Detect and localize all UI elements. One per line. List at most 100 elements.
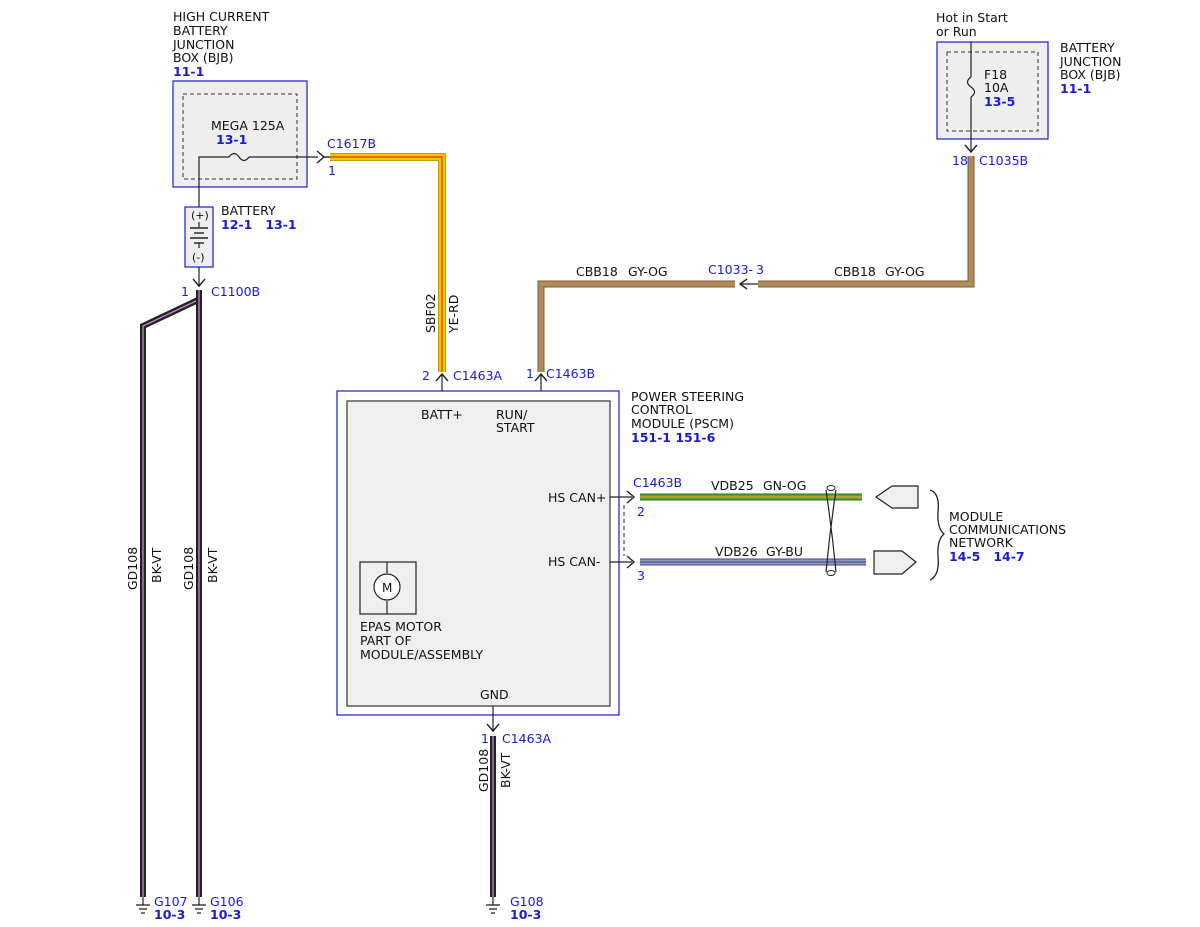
wire-cbb18-left [537,280,735,372]
hcbjb-name-line-1: HIGH CURRENT [173,9,270,24]
motor-symbol: M [382,581,392,595]
pscm-module [336,390,620,716]
c1033-pin: 3 [756,262,764,277]
battery-label: BATTERY [221,203,276,218]
bjb-box [936,41,1049,140]
wire-cbb18-right [758,156,975,288]
g107-name: G107 [154,894,188,909]
c1463b-run-name: C1463B [546,366,595,381]
c1035b-arrow-icon [964,144,978,154]
epas-motor-line-2: PART OF [360,633,412,648]
left-wire-1-circuit: GD108 [125,547,140,590]
g106-name: G106 [210,894,244,909]
bjb-inner-box [946,51,1039,132]
c1463a-gnd-arrow-icon [486,723,500,733]
hcbjb-ref: 11-1 [173,64,204,79]
left-wire-2-color: BK-VT [205,547,220,583]
ground-g106-icon [192,897,206,914]
c1463b-can-plus-arrow-icon [626,490,636,504]
cbb18-right-color: GY-OG [885,264,925,279]
vdb26-color: GY-BU [766,544,803,559]
bjb-name-line-2: JUNCTION [1059,54,1121,69]
hcbjb-box [172,80,308,188]
pscm-name-line-3: MODULE (PSCM) [631,416,734,431]
c1463a-batt-name: C1463A [453,368,503,383]
c1463b-can-pin-minus: 3 [637,568,645,583]
epas-motor-line-1: EPAS MOTOR [360,619,442,634]
pscm-pin-hscan-minus: HS CAN- [548,554,600,569]
f18-fuse-icon [966,76,976,98]
pscm-inner-box [346,400,611,707]
mega-fuse-ref: 13-1 [216,132,247,147]
ground-g108-icon [486,897,500,914]
ground-g107-icon [136,897,150,914]
bjb-ref: 11-1 [1060,81,1091,96]
hcbjb-name-line-4: BOX (BJB) [173,50,234,65]
c1035b-name: C1035B [979,153,1028,168]
f18-name: F18 [984,67,1007,82]
vdb26-circuit: VDB26 [715,544,758,559]
hcbjb-name-line-3: JUNCTION [172,37,234,52]
vdb25-circuit: VDB25 [711,478,754,493]
g106-ref: 10-3 [210,907,241,922]
battery-box [184,206,214,268]
c1100b-arrow-icon [192,278,206,288]
left-wire-2-circuit: GD108 [181,547,196,590]
pscm-name-line-2: CONTROL [631,402,692,417]
fuse-icon [228,152,250,162]
c1463a-gnd-name: C1463A [502,731,552,746]
c1617b-name: C1617B [327,136,376,151]
pscm-pin-run-line-2: START [496,420,535,435]
network-name-line-2: COMMUNICATIONS [949,522,1066,537]
pscm-pin-hscan-plus: HS CAN+ [548,490,606,505]
c1100b-name: C1100B [211,284,260,299]
g108-ref: 10-3 [510,907,541,922]
network-name-line-3: NETWORK [949,535,1014,550]
sbf02-color: YE-RD [446,295,461,334]
c1100b-pin: 1 [181,284,189,299]
pscm-name-line-1: POWER STEERING [631,389,744,404]
pscm-pin-batt: BATT+ [421,407,463,422]
bjb-header-line-1: Hot in Start [936,10,1008,25]
c1463a-gnd-pin: 1 [481,731,489,746]
epas-motor-line-3: MODULE/ASSEMBLY [360,647,483,662]
battery-icon [190,222,208,248]
wire-gd108-left-1 [140,297,200,897]
battery-minus: (-) [192,251,205,264]
mega-fuse-label: MEGA 125A [211,118,285,133]
pscm-pin-run-line-1: RUN/ [496,407,528,422]
c1463a-batt-pin: 2 [422,368,430,383]
hcbjb-inner-box [182,93,298,180]
c1463b-can-minus-arrow-icon [626,555,636,569]
network-connector-plus-icon [874,485,919,509]
network-refs: 14-5 14-7 [949,549,1025,564]
pscm-refs: 151-1 151-6 [631,430,716,445]
c1463b-can-pin-plus: 2 [637,504,645,519]
c1463b-can-name: C1463B [633,475,682,490]
battery-refs: 12-1 13-1 [221,217,297,232]
f18-rating: 10A [984,80,1009,95]
cbb18-right-circuit: CBB18 [834,264,876,279]
network-connector-minus-icon [873,550,917,575]
gnd-wire-color: BK-VT [498,752,513,788]
sbf02-circuit: SBF02 [423,293,438,333]
c1463b-run-pin: 1 [526,366,534,381]
network-brace [929,489,945,581]
cbb18-left-circuit: CBB18 [576,264,618,279]
f18-ref: 13-5 [984,94,1015,109]
motor-icon: M [359,561,417,615]
g107-ref: 10-3 [154,907,185,922]
cbb18-left-color: GY-OG [628,264,668,279]
g108-name: G108 [510,894,544,909]
hcbjb-internal-wire [198,156,229,208]
bjb-name-line-1: BATTERY [1060,40,1115,55]
network-name-line-1: MODULE [949,509,1003,524]
high-current-bjb: HIGH CURRENT BATTERY JUNCTION BOX (BJB) … [172,9,330,208]
hcbjb-name-line-2: BATTERY [173,23,228,38]
bjb-name-line-3: BOX (BJB) [1060,67,1121,82]
c1033-name: C1033- [708,262,753,277]
c1617b-pin: 1 [328,163,336,178]
c1035b-pin: 18 [952,153,968,168]
battery: (+) (-) [184,206,214,288]
